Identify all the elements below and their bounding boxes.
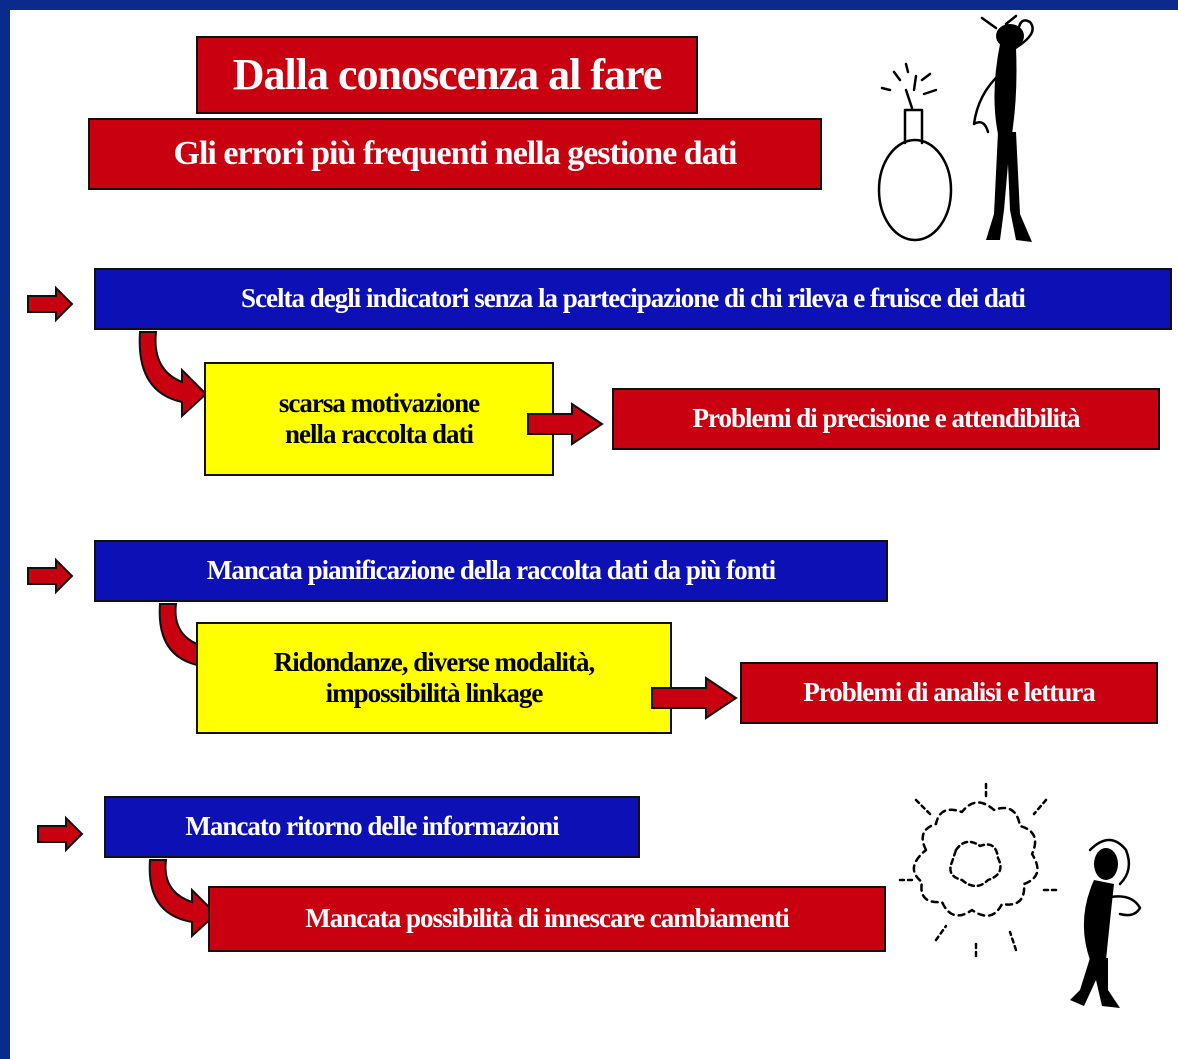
section-2-effect-text: Problemi di analisi e lettura	[803, 677, 1095, 708]
section-3-heading: Mancato ritorno delle informazioni	[104, 796, 640, 858]
section-1-cause-line-1: scarsa motivazione	[278, 387, 480, 418]
right-arrow-icon	[37, 815, 84, 853]
right-arrow-icon	[27, 285, 74, 323]
section-2-heading-text: Mancata pianificazione della raccolta da…	[206, 555, 776, 586]
section-2-cause-line-2: impossibilità linkage	[325, 678, 544, 708]
dejected-man-doodle	[1070, 838, 1142, 1008]
section-2-effect: Problemi di analisi e lettura	[740, 662, 1158, 724]
section-2-heading: Mancata pianificazione della raccolta da…	[94, 540, 888, 602]
subtitle-text: Gli errori più frequenti nella gestione …	[173, 135, 738, 173]
right-arrow-icon	[27, 557, 74, 595]
title-box: Dalla conoscenza al fare	[196, 36, 698, 114]
section-1-heading: Scelta degli indicatori senza la parteci…	[94, 268, 1172, 330]
section-3-heading-text: Mancato ritorno delle informazioni	[185, 811, 559, 842]
section-1-cause: scarsa motivazione nella raccolta dati	[204, 362, 554, 476]
section-2-cause: Ridondanze, diverse modalità, impossibil…	[196, 622, 672, 734]
explosion-doodle	[898, 782, 1058, 958]
title-text: Dalla conoscenza al fare	[232, 49, 663, 99]
bulb-bomb-doodle	[877, 62, 953, 242]
section-1-effect: Problemi di precisione e attendibilità	[612, 388, 1160, 450]
section-3-effect-text: Mancata possibilità di innescare cambiam…	[305, 903, 790, 934]
thinking-man-doodle	[972, 14, 1034, 242]
section-2-cause-line-1: Ridondanze, diverse modalità,	[273, 646, 596, 677]
section-1-cause-line-2: nella raccolta dati	[285, 419, 474, 449]
curved-arrow-icon	[138, 331, 208, 419]
right-arrow-icon	[527, 402, 604, 446]
section-1-effect-text: Problemi di precisione e attendibilità	[692, 403, 1081, 434]
section-3-effect: Mancata possibilità di innescare cambiam…	[208, 886, 886, 952]
right-arrow-icon	[651, 676, 738, 720]
curved-arrow-icon	[148, 859, 218, 939]
section-1-heading-text: Scelta degli indicatori senza la parteci…	[241, 283, 1026, 314]
subtitle-box: Gli errori più frequenti nella gestione …	[88, 118, 822, 190]
slide: Dalla conoscenza al fare Gli errori più …	[10, 10, 1178, 1059]
